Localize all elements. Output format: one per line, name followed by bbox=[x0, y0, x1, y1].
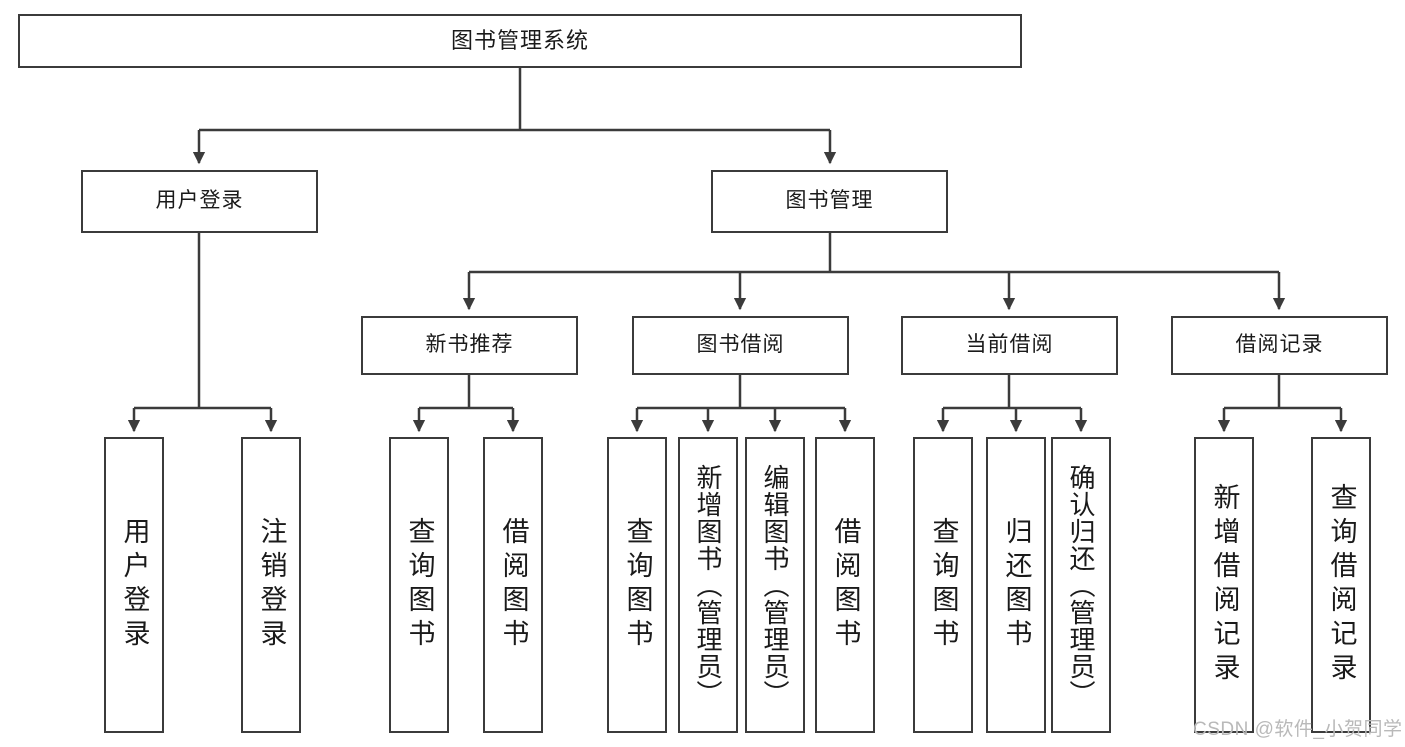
node-label: 用户登录 bbox=[155, 189, 244, 213]
node-borrow-record[interactable]: 借阅记录 bbox=[1171, 316, 1388, 375]
node-leaf-confirm-return[interactable]: 确认归还（管理员） bbox=[1051, 437, 1111, 733]
node-leaf-logout[interactable]: 注销登录 bbox=[241, 437, 301, 733]
node-book-manage[interactable]: 图书管理 bbox=[711, 170, 948, 233]
node-leaf-query-book-3[interactable]: 查询图书 bbox=[913, 437, 973, 733]
node-leaf-borrow-book-2[interactable]: 借阅图书 bbox=[815, 437, 875, 733]
node-book-borrow[interactable]: 图书借阅 bbox=[632, 316, 849, 375]
node-label: 查询图书 bbox=[622, 517, 653, 653]
node-leaf-user-login[interactable]: 用户登录 bbox=[104, 437, 164, 733]
node-label: 查询图书 bbox=[404, 517, 435, 653]
node-label: 用户登录 bbox=[119, 517, 150, 653]
node-label: 借阅图书 bbox=[498, 517, 529, 653]
node-leaf-add-record[interactable]: 新增借阅记录 bbox=[1194, 437, 1254, 733]
node-label: 当前借阅 bbox=[965, 333, 1054, 357]
node-root-system[interactable]: 图书管理系统 bbox=[18, 14, 1022, 68]
node-new-book-recommend[interactable]: 新书推荐 bbox=[361, 316, 578, 375]
node-leaf-borrow-book-1[interactable]: 借阅图书 bbox=[483, 437, 543, 733]
node-user-login[interactable]: 用户登录 bbox=[81, 170, 318, 233]
node-label: 借阅图书 bbox=[830, 517, 861, 653]
node-leaf-query-book-2[interactable]: 查询图书 bbox=[607, 437, 667, 733]
node-label: 编辑图书（管理员） bbox=[760, 463, 790, 707]
node-label: 新书推荐 bbox=[425, 333, 514, 357]
node-label: 归还图书 bbox=[1001, 517, 1032, 653]
node-label: 查询借阅记录 bbox=[1326, 483, 1357, 687]
node-leaf-add-book[interactable]: 新增图书（管理员） bbox=[678, 437, 738, 733]
node-current-borrow[interactable]: 当前借阅 bbox=[901, 316, 1118, 375]
node-label: 确认归还（管理员） bbox=[1066, 463, 1096, 707]
node-label: 新增借阅记录 bbox=[1209, 483, 1240, 687]
node-leaf-query-record[interactable]: 查询借阅记录 bbox=[1311, 437, 1371, 733]
node-label: 查询图书 bbox=[928, 517, 959, 653]
node-leaf-query-book-1[interactable]: 查询图书 bbox=[389, 437, 449, 733]
node-label: 图书管理系统 bbox=[450, 28, 589, 54]
node-leaf-edit-book[interactable]: 编辑图书（管理员） bbox=[745, 437, 805, 733]
node-leaf-return-book[interactable]: 归还图书 bbox=[986, 437, 1046, 733]
node-label: 借阅记录 bbox=[1235, 333, 1324, 357]
node-label: 图书借阅 bbox=[696, 333, 785, 357]
node-label: 图书管理 bbox=[785, 189, 874, 213]
watermark: CSDN @软件_小贺同学 bbox=[1193, 719, 1403, 740]
node-label: 注销登录 bbox=[256, 517, 287, 653]
node-label: 新增图书（管理员） bbox=[693, 463, 723, 707]
